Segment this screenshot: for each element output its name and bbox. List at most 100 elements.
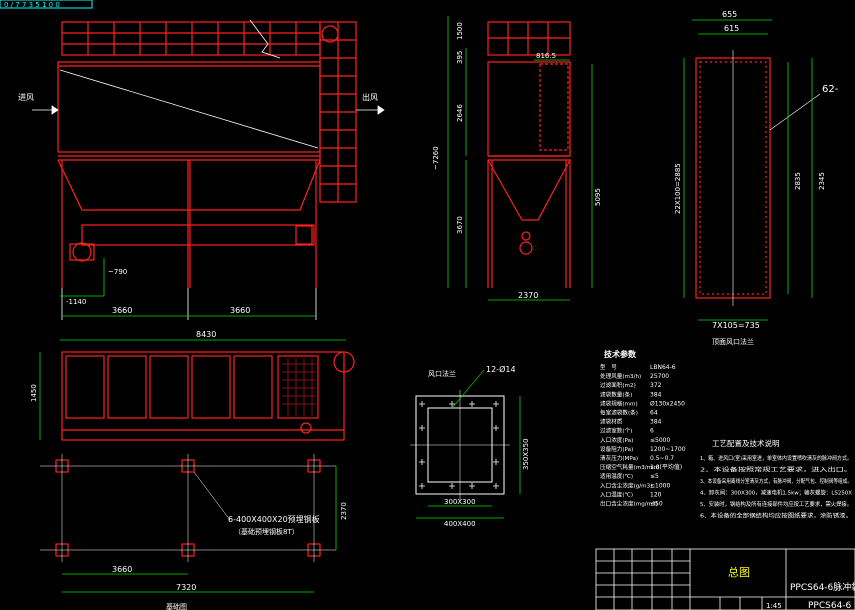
tech-param-label: 入口浓度(Pa)	[600, 436, 633, 444]
process-notes: 工艺配置及技术说明 1、箱、进风口(室)采用室进，单室体内设置喷吹清灰的脉冲阀方…	[700, 438, 852, 520]
process-notes-title: 工艺配置及技术说明	[712, 438, 780, 448]
small-flange	[410, 369, 510, 500]
title-block	[595, 548, 855, 610]
dim-small-flange-outer: 400X400	[444, 520, 476, 528]
tech-param-value: ≤5	[650, 473, 659, 480]
dim-side-top: 395	[456, 51, 464, 64]
tech-param-value: LBN64-6	[650, 364, 676, 371]
tech-param-value: 25700	[650, 373, 669, 380]
dim-front-left: 3660	[112, 306, 132, 315]
dim-flange-inner: 615	[724, 24, 739, 33]
foundation-bolt-label: 6-400X400X20预埋钢板	[228, 514, 320, 524]
tech-param-label: 入口含尘浓度(g/m3)	[600, 481, 652, 489]
tech-params: 技术参数 型 号 LBN64-6 处理风量(m3/h) 25700 过滤面积(m2) 37…	[600, 349, 686, 508]
dim-flange-left: 22X100=2885	[674, 163, 682, 214]
dim-plan-overall: 8430	[196, 330, 216, 339]
tech-param-label: 适用温度(℃)	[600, 472, 633, 480]
front-view-white	[32, 19, 385, 320]
tech-param-value: 6	[650, 428, 654, 435]
dim-motor-height: ~790	[108, 268, 127, 276]
dim-flange-right-inner: 2835	[794, 172, 802, 190]
tech-param-label: 入口温度(℃)	[600, 490, 633, 498]
dim-motor-left: -1140	[66, 298, 86, 306]
tech-param-value: 120	[650, 491, 662, 498]
side-view	[487, 21, 571, 288]
tech-param-value: ≤50	[650, 501, 663, 508]
small-flange-dims	[416, 396, 521, 519]
tech-param-label: 滤袋数量(条)	[600, 390, 632, 398]
side-view-dims	[447, 16, 593, 301]
flange-view-center	[732, 50, 821, 306]
dim-side-width: 2370	[518, 291, 538, 300]
tech-param-label: 滤袋规格(mm)	[600, 399, 638, 407]
tech-params-title: 技术参数	[604, 349, 637, 359]
dim-side-right: 5095	[594, 188, 602, 206]
dim-side-topleft: 1500	[456, 22, 464, 40]
tech-param-label: 每室滤袋数(条)	[600, 409, 638, 417]
front-view	[57, 21, 357, 288]
process-note-item: 6、本设备的全部钢结构均应按图纸要求，涂防锈漆。	[700, 512, 852, 520]
tech-param-value: ≤1000	[650, 482, 670, 489]
dim-side-door: 816.5	[536, 52, 556, 60]
dim-plan-height: 1450	[30, 384, 38, 402]
title-drawing-code-top: PPCS64-6脉冲袋式除尘器	[790, 581, 855, 593]
tech-param-label: 清灰压力(MPa)	[600, 454, 638, 462]
title-drawing-code-bottom: PPCS64-6	[808, 601, 852, 610]
tech-param-value: 0.5~0.7	[650, 455, 674, 462]
process-notes-list: 1、箱、进风口(室)采用室进，单室体内设置喷吹清灰的脉冲阀方式。 2、本设备按照常…	[700, 454, 852, 520]
plan-view-mesh	[282, 358, 316, 416]
flange-leader-label: 62-	[822, 84, 839, 95]
tech-param-value: Ø130x2450	[650, 400, 685, 407]
corner-label: 0 / 7 7 3 5 1 0 0	[4, 1, 60, 9]
foundation-bolt-note: （基础预埋钢板8T）	[234, 527, 299, 536]
dim-front-right: 3660	[230, 306, 250, 315]
flange-view-dims	[683, 19, 813, 321]
dim-flange-outer: 655	[722, 10, 737, 19]
dim-foundation-mid: 3660	[112, 565, 132, 574]
dim-flange-right-outer: 2345	[818, 172, 826, 190]
dim-foundation-side: 2370	[340, 502, 348, 520]
flange-caption: 顶面风口法兰	[712, 337, 754, 346]
header-box: 0 / 7 7 3 5 1 0 0	[0, 0, 93, 9]
front-view-dims	[60, 258, 316, 317]
foundation-view-center	[40, 454, 336, 562]
dim-small-flange-side: 350X350	[522, 438, 530, 470]
tech-param-value: 1200~1700	[650, 446, 686, 453]
small-flange-caption: 风口法兰	[428, 369, 456, 378]
tech-param-label: 处理风量(m3/h)	[600, 372, 641, 380]
process-note-item: 1、箱、进风口(室)采用室进，单室体内设置喷吹清灰的脉冲阀方式。	[700, 454, 852, 462]
process-note-item: 5、安装时，钢结构及所有连接部件均应按工艺要求，需火焊接。	[700, 500, 852, 508]
inlet-label: 进风	[18, 93, 34, 102]
plan-view	[61, 351, 355, 441]
tech-param-value: 1.8(平均值)	[650, 463, 682, 471]
tech-param-label: 设备阻力(Pa)	[600, 445, 633, 453]
dim-flange-bottom: 7X105=735	[712, 321, 760, 330]
dim-side-box: 2646	[456, 104, 464, 122]
tech-param-label: 出口含尘浓度(mg/m3)	[600, 500, 658, 508]
tech-param-value: 384	[650, 391, 662, 398]
small-flange-holes	[419, 401, 499, 489]
tech-param-label: 过滤室数(个)	[600, 427, 632, 435]
outlet-label: 出风	[362, 92, 378, 102]
tech-param-value: ≤5000	[650, 437, 670, 444]
foundation-view-dims	[62, 466, 337, 593]
tech-param-label: 压缩空气耗量(m3/min)	[600, 463, 659, 471]
plan-view-dims	[39, 339, 346, 440]
title-drawing-name: 总图	[728, 565, 750, 579]
dim-side-hopper: 3670	[456, 216, 464, 234]
process-note-item: 2、本设备按照常规工艺要求，进入出口。	[700, 466, 852, 474]
tech-param-value: 384	[650, 419, 662, 426]
tech-params-rows: 型 号 LBN64-6 处理风量(m3/h) 25700 过滤面积(m2) 372 滤袋数量…	[600, 363, 686, 508]
tech-param-value: 372	[650, 382, 662, 389]
process-note-item: 4、卸灰阀：300X300，减速电机1.5kw；输灰螺旋：LS250X	[700, 489, 852, 497]
dim-foundation-total: 7320	[176, 583, 196, 592]
tech-param-label: 过滤面积(m2)	[600, 381, 636, 389]
small-flange-holes-label: 12-Ø14	[486, 364, 516, 374]
tech-param-label: 滤袋材质	[600, 418, 623, 426]
process-note-item: 3、本设备采用离线分室清灰方式，有脉冲阀、分配气包、控制阀等组成。	[700, 477, 852, 485]
dim-small-flange-inner: 300X300	[444, 498, 476, 506]
dim-side-total: ~7260	[432, 146, 440, 170]
tech-param-value: 64	[650, 410, 658, 417]
tech-param-label: 型 号	[600, 363, 617, 371]
